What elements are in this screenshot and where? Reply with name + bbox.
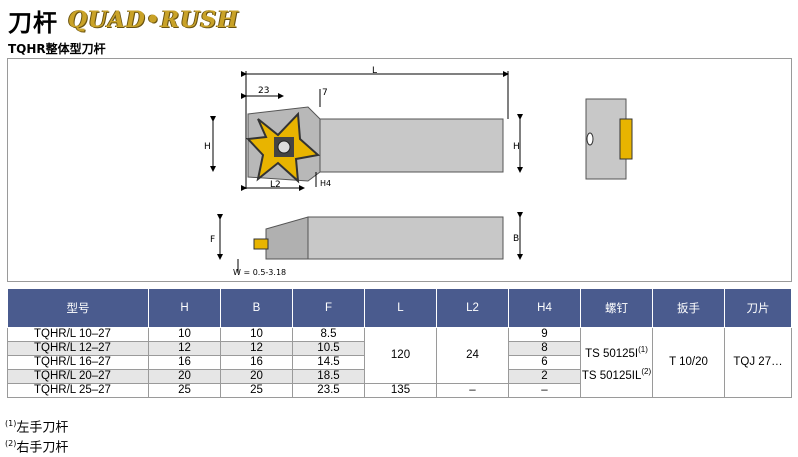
cell-l: 135 <box>364 383 437 398</box>
cell-model: TQHR/L 10–27 <box>7 327 149 342</box>
cell-model: TQHR/L 25–27 <box>7 383 149 398</box>
cell-b: 12 <box>220 341 293 356</box>
cell-wrench: T 10/20 <box>652 327 725 398</box>
col-header-b: B <box>220 288 293 328</box>
table-row: TQHR/L 25–27 25 25 23.5 135 – – <box>7 383 792 398</box>
table-row: TQHR/L 20–27 20 20 18.5 2 <box>7 369 792 384</box>
cell-model: TQHR/L 12–27 <box>7 341 149 356</box>
dim-B: B <box>513 234 519 244</box>
footnote-1: (1)左手刀杆 <box>5 416 68 436</box>
tool-shank-top <box>307 118 504 173</box>
cell-h4: 9 <box>508 327 581 342</box>
cell-f: 8.5 <box>292 327 365 342</box>
table-row: TQHR/L 16–27 16 16 14.5 6 <box>7 355 792 370</box>
dim-L: L <box>372 66 377 76</box>
table-header-row: 型号 H B F L L2 H4 螺钉 扳手 刀片 <box>7 288 792 328</box>
brand-logo: QUAD•RUSH <box>68 7 240 33</box>
cell-h4: 6 <box>508 355 581 370</box>
dim-L2: L2 <box>270 180 281 190</box>
dim-H-left: H <box>204 142 211 152</box>
screw-1: TS 50125I <box>585 347 639 360</box>
footnote-1-text: 左手刀杆 <box>16 420 69 436</box>
tool-shank-side <box>307 216 504 260</box>
cell-h: 12 <box>148 341 221 356</box>
screw-1-note: (1) <box>638 344 648 354</box>
table-row: TQHR/L 12–27 12 12 10.5 8 <box>7 341 792 356</box>
col-header-model: 型号 <box>7 288 149 328</box>
cell-h: 10 <box>148 327 221 342</box>
col-header-h: H <box>148 288 221 328</box>
cell-b: 10 <box>220 327 293 342</box>
cell-h: 20 <box>148 369 221 384</box>
cell-b: 20 <box>220 369 293 384</box>
insert-icon <box>245 111 321 184</box>
spec-table: 型号 H B F L L2 H4 螺钉 扳手 刀片 TQHR/L 10–27 1… <box>7 288 792 398</box>
cell-h: 25 <box>148 383 221 398</box>
cell-model: TQHR/L 20–27 <box>7 369 149 384</box>
screw-2-note: (2) <box>641 366 652 376</box>
tool-head-side <box>265 216 309 260</box>
cell-l2: 24 <box>436 327 509 384</box>
col-header-l2: L2 <box>436 288 509 328</box>
cell-b: 25 <box>220 383 293 398</box>
col-header-l: L <box>364 288 437 328</box>
col-header-h4: H4 <box>508 288 581 328</box>
subtitle: TQHR整体型刀杆 <box>8 42 106 56</box>
footnote-2-text: 右手刀杆 <box>16 440 69 456</box>
cell-f: 10.5 <box>292 341 365 356</box>
dim-W: W = 0.5-3.18 <box>233 268 286 277</box>
footnote-1-mark: (1) <box>5 419 17 428</box>
footnote-2-mark: (2) <box>5 439 17 449</box>
cell-h4: 8 <box>508 341 581 356</box>
dim-H-right: H <box>513 142 520 152</box>
cell-model: TQHR/L 16–27 <box>7 355 149 370</box>
drawing-svg: L 23 7 H H L2 H4 F B W = 0.5-3.18 <box>204 66 633 277</box>
cell-screw: TS 50125I(1) TS 50125IL(2) <box>580 327 653 398</box>
title-text: 刀杆 <box>8 8 58 37</box>
cell-h: 16 <box>148 355 221 370</box>
cell-f: 23.5 <box>292 383 365 398</box>
cell-f: 14.5 <box>292 355 365 370</box>
page-title: 刀杆 QUAD•RUSH <box>8 4 240 37</box>
dim-23: 23 <box>258 86 269 96</box>
col-header-screw: 螺钉 <box>580 288 653 328</box>
screw-2: TS 50125IL <box>581 369 642 382</box>
technical-drawing: L 23 7 H H L2 H4 F B W = 0.5-3.18 <box>7 58 792 282</box>
col-header-f: F <box>292 288 365 328</box>
col-header-insert: 刀片 <box>724 288 792 328</box>
table-row: TQHR/L 10–27 10 10 8.5 120 24 9 TS 50125… <box>7 327 792 398</box>
dim-7: 7 <box>322 88 328 98</box>
cell-b: 16 <box>220 355 293 370</box>
cell-h4: – <box>508 383 581 398</box>
col-header-wrench: 扳手 <box>652 288 725 328</box>
dim-H4: H4 <box>320 179 331 188</box>
cell-insert: TQJ 27… <box>724 327 792 398</box>
cell-h4: 2 <box>508 369 581 384</box>
cell-l: 120 <box>364 327 437 384</box>
footnote-2: (2)右手刀杆 <box>5 436 68 456</box>
cell-l2: – <box>436 383 509 398</box>
cell-f: 18.5 <box>292 369 365 384</box>
footnotes: (1)左手刀杆 (2)右手刀杆 <box>5 416 68 457</box>
dim-F: F <box>210 235 215 245</box>
